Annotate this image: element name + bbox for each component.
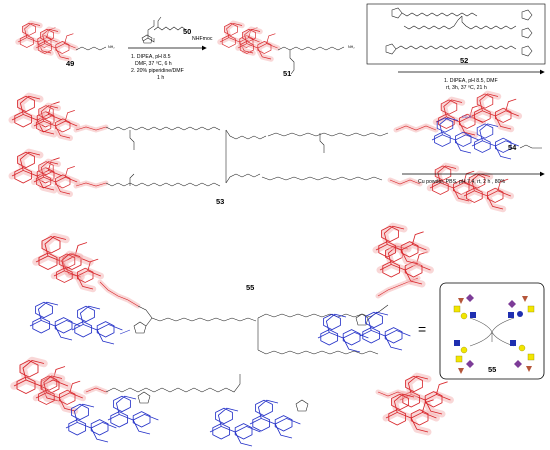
triangle-icon: [522, 296, 528, 302]
square-icon: [455, 355, 463, 363]
reagent-50-structure: [141, 16, 187, 44]
triangle-icon: [458, 298, 464, 304]
circle-icon: [460, 312, 468, 320]
amine-label-51: NH₂: [348, 45, 355, 49]
compound-54-structure: CO₂H: [431, 115, 542, 160]
reaction2-condition-2: rt, 3h, 37 ⁰C, 21 h: [446, 85, 487, 91]
compound-52-label: 52: [460, 56, 468, 65]
equals-sign: =: [418, 321, 426, 337]
compound-53-structure: [12, 94, 519, 209]
reaction1-condition-3: 2. 20% piperidine/DMF: [131, 68, 184, 74]
reaction3-condition-1: Cu powder, PBS, pH 7.4, rt, 2 h , 80%: [418, 179, 505, 185]
square-icon: [510, 340, 516, 346]
square-icon: [527, 353, 535, 361]
reagent-50-label: 50: [183, 27, 191, 36]
circle-icon: [460, 346, 468, 354]
cartoon-frame: [439, 282, 545, 380]
compound-52-frame: [366, 3, 546, 65]
circle-icon: [517, 311, 523, 317]
compound-55-label: 55: [246, 283, 254, 292]
compound-51-structure: NH₂: [220, 23, 355, 75]
circle-icon: [518, 344, 526, 352]
triangle-icon: [526, 366, 532, 372]
compound-51-label: 51: [283, 69, 291, 78]
diamond-icon: [466, 360, 474, 368]
compound-55-structure: [14, 226, 450, 447]
carboxyl-label-54: CO₂H: [462, 115, 472, 119]
compound-49-label: 49: [66, 59, 74, 68]
square-icon: [453, 305, 461, 313]
square-icon: [470, 312, 476, 318]
reaction1-condition-1: 1. DIPEA, pH 8.5: [131, 54, 171, 60]
reaction1-condition-2: DMF, 37 ⁰C, 6 h: [135, 61, 172, 67]
square-icon: [527, 305, 535, 313]
compound-52-structure: [385, 7, 533, 57]
compound-55-cartoon-label: 55: [488, 365, 496, 374]
compound-54-label: 54: [508, 143, 517, 152]
amine-label: NH₂: [108, 45, 115, 49]
triangle-icon: [458, 368, 464, 374]
diamond-icon: [508, 300, 516, 308]
square-icon: [454, 340, 460, 346]
reaction1-condition-4: 1 h: [157, 75, 164, 81]
diamond-icon: [514, 360, 522, 368]
reaction2-condition-1: 1. DIPEA, pH 8.5, DMF: [444, 78, 498, 84]
compound-49-structure: NH₂: [18, 23, 115, 59]
glycan-cartoon-55: [439, 282, 545, 380]
fmoc-label: NHFmoc: [192, 36, 213, 42]
compound-53-label: 53: [216, 197, 224, 206]
square-icon: [508, 312, 514, 318]
diamond-icon: [466, 294, 474, 302]
